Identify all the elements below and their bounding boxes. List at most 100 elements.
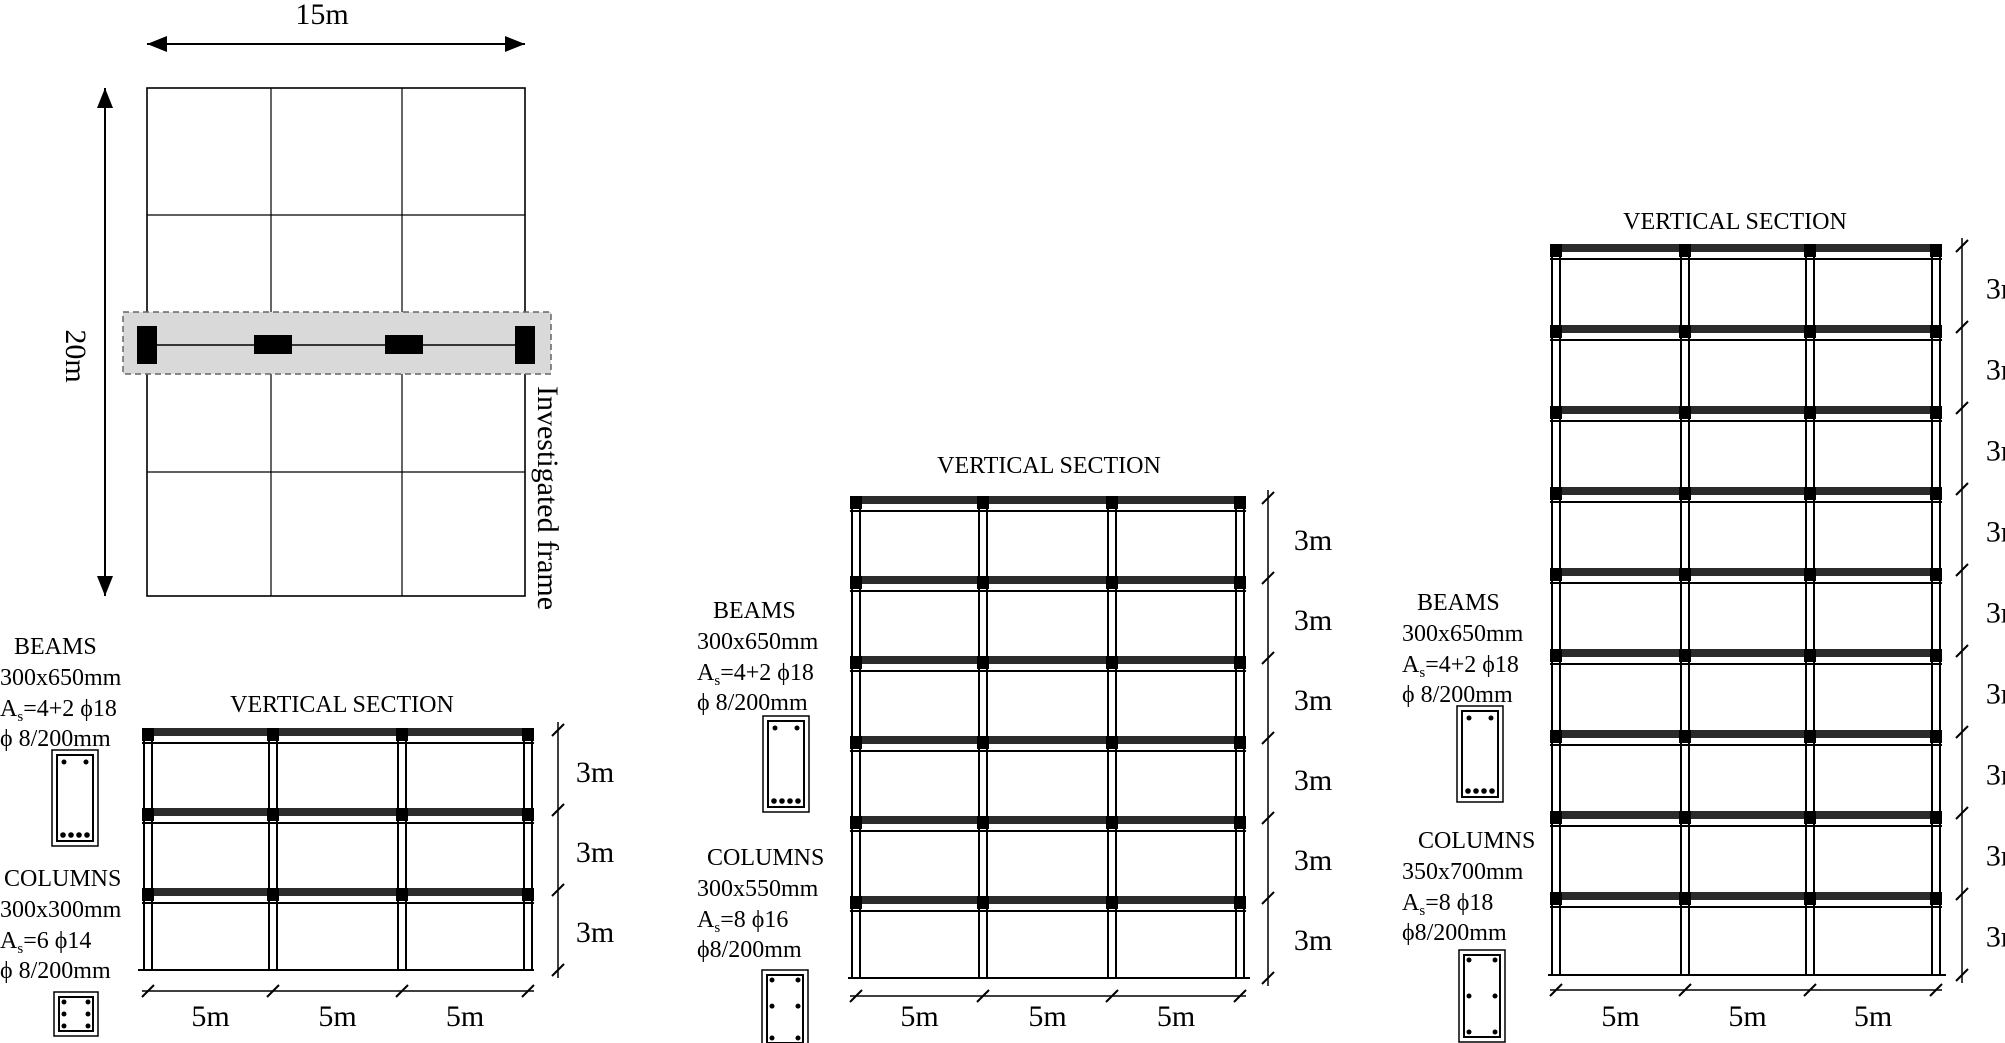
dimension-tick bbox=[1955, 887, 1969, 901]
rebar-dot bbox=[779, 798, 785, 804]
beam-section-detail bbox=[51, 749, 99, 847]
beam-column-joint bbox=[1234, 576, 1246, 589]
storey-dimension: 3m3m3m3m3m3m3m3m3m bbox=[1955, 238, 2005, 983]
dimension-tick bbox=[551, 803, 565, 817]
bay-width-label: 5m bbox=[1854, 1000, 1892, 1033]
beams-size: 300x650mm bbox=[0, 665, 122, 691]
rebar-dot bbox=[795, 1003, 801, 1009]
rebar-dot bbox=[795, 798, 801, 804]
dimension-tick bbox=[1929, 983, 1943, 997]
beam-section-stirrup bbox=[767, 720, 805, 808]
frame-beam bbox=[1550, 649, 1942, 665]
beam-column-joint bbox=[1106, 576, 1118, 589]
beam-column-joint bbox=[1679, 568, 1691, 581]
beam-column-joint bbox=[1804, 811, 1816, 824]
plan-column bbox=[254, 335, 292, 354]
beam-top-flange bbox=[850, 896, 1246, 904]
beam-column-joint bbox=[1804, 892, 1816, 905]
beam-column-joint bbox=[850, 496, 862, 509]
dimension-tick bbox=[1549, 983, 1563, 997]
rebar-dot bbox=[85, 1011, 91, 1017]
storey-height-label: 3m bbox=[1986, 354, 2005, 387]
beam-column-joint bbox=[850, 816, 862, 829]
plan-column bbox=[385, 335, 423, 354]
beam-top-flange bbox=[850, 736, 1246, 744]
storey-height-label: 3m bbox=[1294, 604, 1332, 637]
beam-column-joint bbox=[1234, 656, 1246, 669]
rebar-dot bbox=[795, 1035, 801, 1041]
column-section-stirrup bbox=[1463, 954, 1501, 1038]
beam-column-joint bbox=[1550, 649, 1562, 662]
dimension-tick bbox=[1955, 239, 1969, 253]
beam-column-joint bbox=[977, 496, 989, 509]
beam-column-joint bbox=[977, 576, 989, 589]
beams-reinforcement: As=4+2 ϕ18 bbox=[697, 660, 814, 689]
rebar-dot bbox=[61, 1023, 67, 1029]
rebar-dot bbox=[68, 832, 74, 838]
frame-beam bbox=[850, 736, 1246, 752]
frame-beam bbox=[1550, 406, 1942, 422]
storey-height-label: 3m bbox=[1986, 516, 2005, 549]
frame-beam bbox=[850, 576, 1246, 592]
rebar-dot bbox=[795, 977, 801, 983]
beam-column-joint bbox=[267, 888, 279, 901]
beam-column-joint bbox=[1679, 811, 1691, 824]
beam-column-joint bbox=[267, 808, 279, 821]
beam-section-outer bbox=[1456, 705, 1504, 803]
beam-column-joint bbox=[1550, 406, 1562, 419]
beam-section-outer bbox=[51, 749, 99, 847]
frame-column bbox=[397, 730, 407, 970]
beam-top-flange bbox=[850, 576, 1246, 584]
frame-beam bbox=[850, 656, 1246, 672]
frame-beam bbox=[142, 888, 534, 904]
beams-heading: BEAMS bbox=[1417, 590, 1500, 616]
bay-width-label: 5m bbox=[1601, 1000, 1639, 1033]
bay-width-label: 5m bbox=[900, 1000, 938, 1033]
beam-column-joint bbox=[1679, 325, 1691, 338]
vertical-section-title: VERTICAL SECTION bbox=[1623, 209, 1847, 235]
storey-height-label: 3m bbox=[1986, 435, 2005, 468]
beam-column-joint bbox=[522, 888, 534, 901]
beam-top-flange bbox=[850, 496, 1246, 504]
rebar-dot bbox=[1466, 715, 1472, 721]
frame-beam bbox=[850, 896, 1246, 912]
rebar-dot bbox=[1492, 993, 1498, 999]
dimension-tick bbox=[1261, 651, 1275, 665]
rebar-dot bbox=[769, 977, 775, 983]
frame-beam bbox=[850, 496, 1246, 512]
beam-column-joint bbox=[850, 896, 862, 909]
plan-width-label: 15m bbox=[295, 0, 348, 31]
beam-column-joint bbox=[850, 656, 862, 669]
beams-reinforcement: As=4+2 ϕ18 bbox=[1402, 652, 1519, 681]
storey-height-label: 3m bbox=[1294, 924, 1332, 957]
frame-column bbox=[143, 730, 153, 970]
rebar-dot bbox=[85, 999, 91, 1005]
beam-top-flange bbox=[850, 656, 1246, 664]
beam-column-joint bbox=[1930, 325, 1942, 338]
beams-reinforcement: As=4+2 ϕ18 bbox=[0, 696, 117, 725]
frame-beam bbox=[1550, 811, 1942, 827]
columns-reinforcement: As=8 ϕ16 bbox=[697, 907, 788, 936]
rebar-dot bbox=[60, 832, 66, 838]
beams-stirrups: ϕ 8/200mm bbox=[697, 690, 808, 716]
beam-column-joint bbox=[1550, 811, 1562, 824]
beam-section-detail bbox=[762, 715, 810, 813]
dimension-tick bbox=[1803, 983, 1817, 997]
beam-column-joint bbox=[1106, 896, 1118, 909]
columns-reinforcement: As=6 ϕ14 bbox=[0, 928, 91, 957]
dimension-tick bbox=[1955, 563, 1969, 577]
columns-size: 300x550mm bbox=[697, 876, 819, 902]
beam-column-joint bbox=[1679, 406, 1691, 419]
dimension-tick bbox=[1955, 320, 1969, 334]
dimension-tick bbox=[1261, 731, 1275, 745]
rebar-dot bbox=[769, 1003, 775, 1009]
beam-column-joint bbox=[1550, 244, 1562, 257]
